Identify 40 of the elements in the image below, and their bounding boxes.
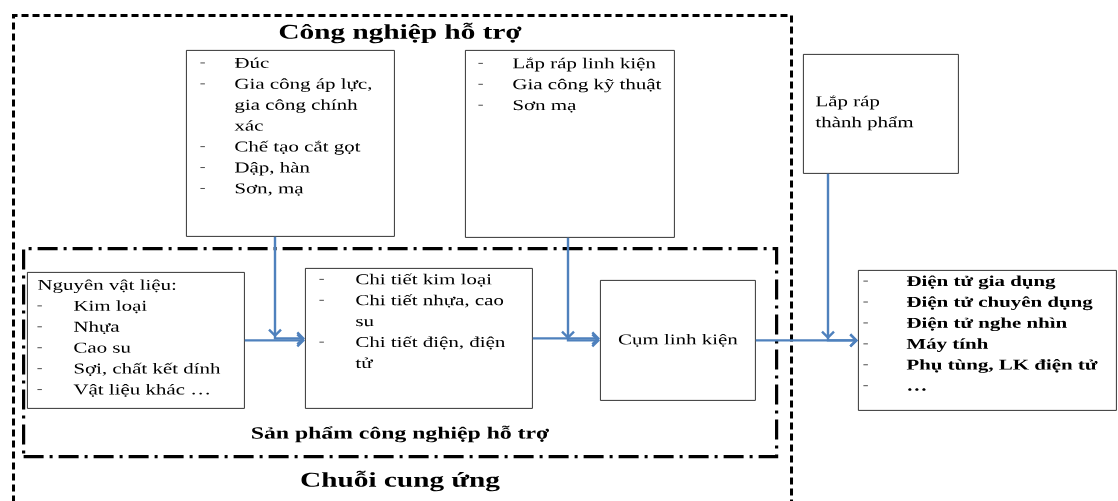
list-box: [465, 50, 675, 238]
group-title: Sản phẩm công nghiệp hỗ trợ: [252, 425, 549, 443]
arrow: [244, 333, 305, 348]
list-item: Sơn, mạ: [235, 183, 304, 196]
arrow: [561, 237, 600, 348]
group-title: Công nghiệp hỗ trợ: [279, 22, 522, 44]
list-item: Điện tử nghe nhìn: [906, 317, 1067, 332]
list-item: Kim loại: [74, 300, 147, 314]
box-text: Cụm linh kiện: [618, 333, 738, 347]
list-item: Gia công kỹ thuật: [513, 78, 662, 93]
list-item: Chi tiết kim loại: [356, 273, 492, 287]
list-item: Chi tiết điện, điện tử: [355, 336, 506, 369]
list-item: Lắp ráp thành phẩm: [815, 95, 914, 131]
list-item: …: [908, 388, 926, 391]
list-item: Phụ tùng, LK điện tử: [906, 359, 1098, 373]
list-box: [803, 54, 959, 174]
list-item: Sợi, chất kết dính: [74, 362, 221, 376]
list-item: Máy tính: [906, 338, 988, 352]
list-item: Chế tạo cắt gọt: [235, 140, 361, 155]
list-item: Cao su: [74, 342, 131, 353]
group-title: Chuỗi cung ứng: [301, 470, 500, 492]
process-box: [600, 280, 756, 401]
list-box: [186, 50, 395, 237]
list-item: Điện tử chuyên dụng: [906, 296, 1093, 311]
arrow: [821, 173, 858, 348]
list-item: Sơn mạ: [513, 100, 577, 113]
list-item: Đúc: [234, 57, 269, 68]
list-item: Nguyên vật liệu:: [38, 279, 176, 293]
list-item: Chi tiết nhựa, cao su: [356, 294, 504, 327]
list-item: Vật liệu khác …: [73, 384, 209, 397]
list-box: [305, 268, 533, 409]
arrow: [268, 236, 305, 346]
list-item: Điện tử gia dụng: [906, 275, 1056, 290]
list-item: Dập, hàn: [235, 162, 310, 176]
list-item: Lắp ráp linh kiện: [513, 57, 656, 72]
arrow: [532, 331, 600, 346]
list-item: Gia công áp lực, gia công chính xác: [234, 78, 372, 131]
list-item: Nhựa: [74, 321, 120, 335]
list-box: [27, 272, 245, 409]
list-box: [858, 270, 1117, 411]
